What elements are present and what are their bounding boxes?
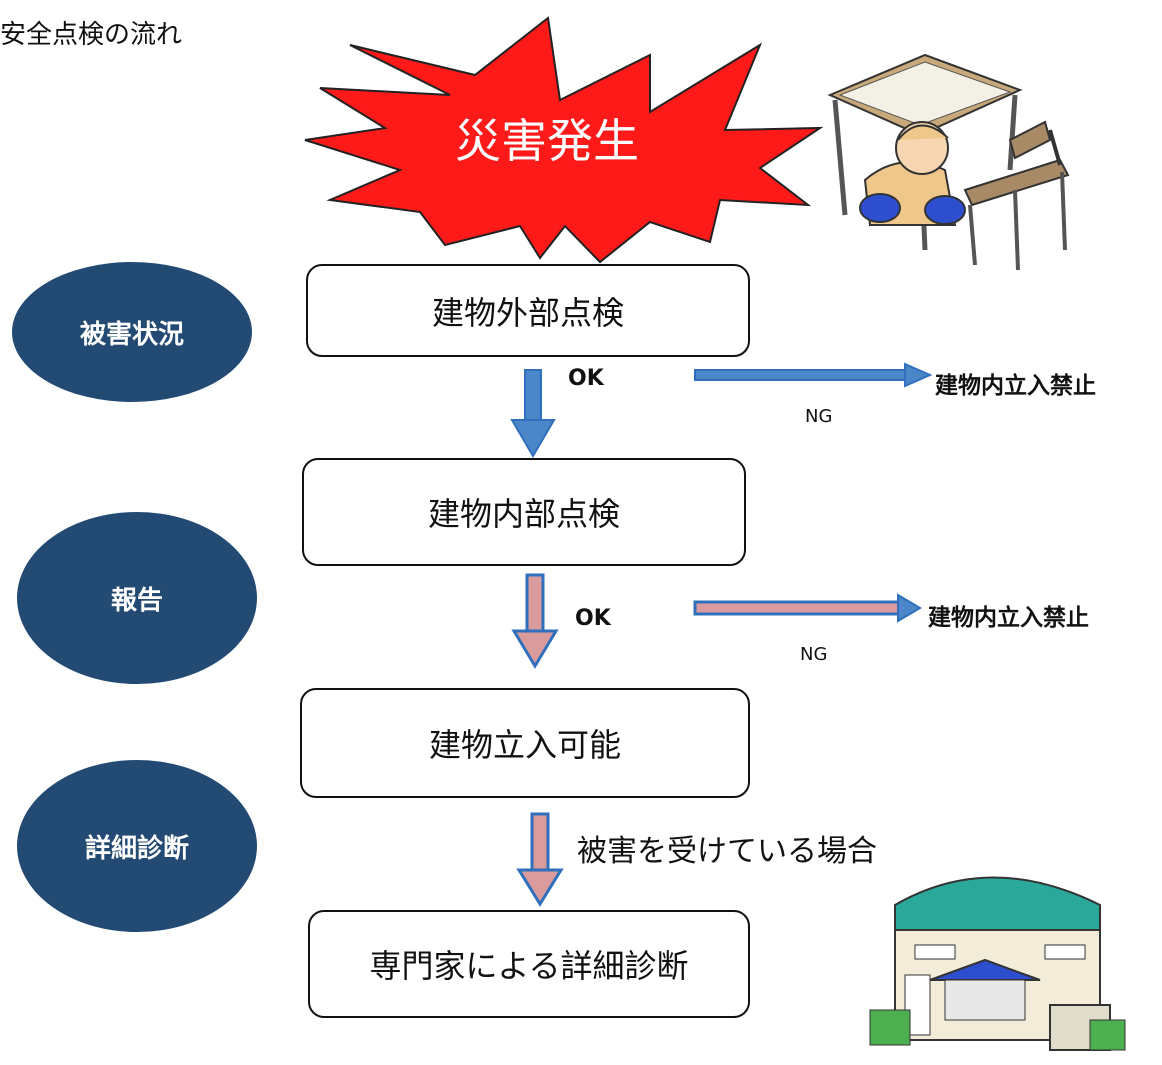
step-expert-diagnosis: 専門家による詳細診断: [308, 910, 750, 1018]
phase-label-report: 報告: [110, 585, 163, 616]
flow-arrow-1: [510, 369, 556, 458]
page-title: 安全点検の流れ: [0, 20, 183, 50]
step-interior-inspection: 建物内部点検: [302, 458, 746, 566]
ng-label-1: NG: [805, 406, 833, 427]
ng-arrow-2: [693, 593, 922, 623]
flow-arrow-3: [516, 812, 564, 907]
condition-label: 被害を受けている場合: [577, 834, 877, 869]
child-under-desk-illustration: [827, 53, 1070, 271]
disaster-label: 災害発生: [455, 114, 639, 168]
phase-oval-report: 報告: [17, 512, 257, 684]
step-exterior-inspection: 建物外部点検: [306, 264, 750, 357]
ng-arrow-1: [694, 362, 933, 388]
disaster-burst-shape: [304, 16, 824, 264]
step-exterior-label: 建物外部点検: [431, 293, 624, 332]
phase-label-detail: 詳細診断: [84, 833, 189, 864]
no-entry-result-2: 建物内立入禁止: [928, 605, 1089, 631]
flow-arrow-2: [511, 573, 559, 669]
phase-label-damage: 被害状況: [79, 319, 184, 350]
ok-label-1: OK: [568, 366, 604, 391]
ok-label-2: OK: [575, 606, 611, 631]
step-entry-label: 建物立入可能: [428, 726, 621, 764]
ng-label-2: NG: [800, 644, 828, 665]
phase-oval-damage: 被害状況: [12, 262, 252, 402]
school-gym-building-illustration: [869, 876, 1126, 1051]
step-entry-possible: 建物立入可能: [300, 688, 750, 798]
phase-oval-detail: 詳細診断: [17, 760, 257, 932]
step-expert-label: 専門家による詳細診断: [369, 947, 689, 985]
no-entry-result-1: 建物内立入禁止: [935, 373, 1096, 399]
step-interior-label: 建物内部点検: [427, 495, 620, 533]
